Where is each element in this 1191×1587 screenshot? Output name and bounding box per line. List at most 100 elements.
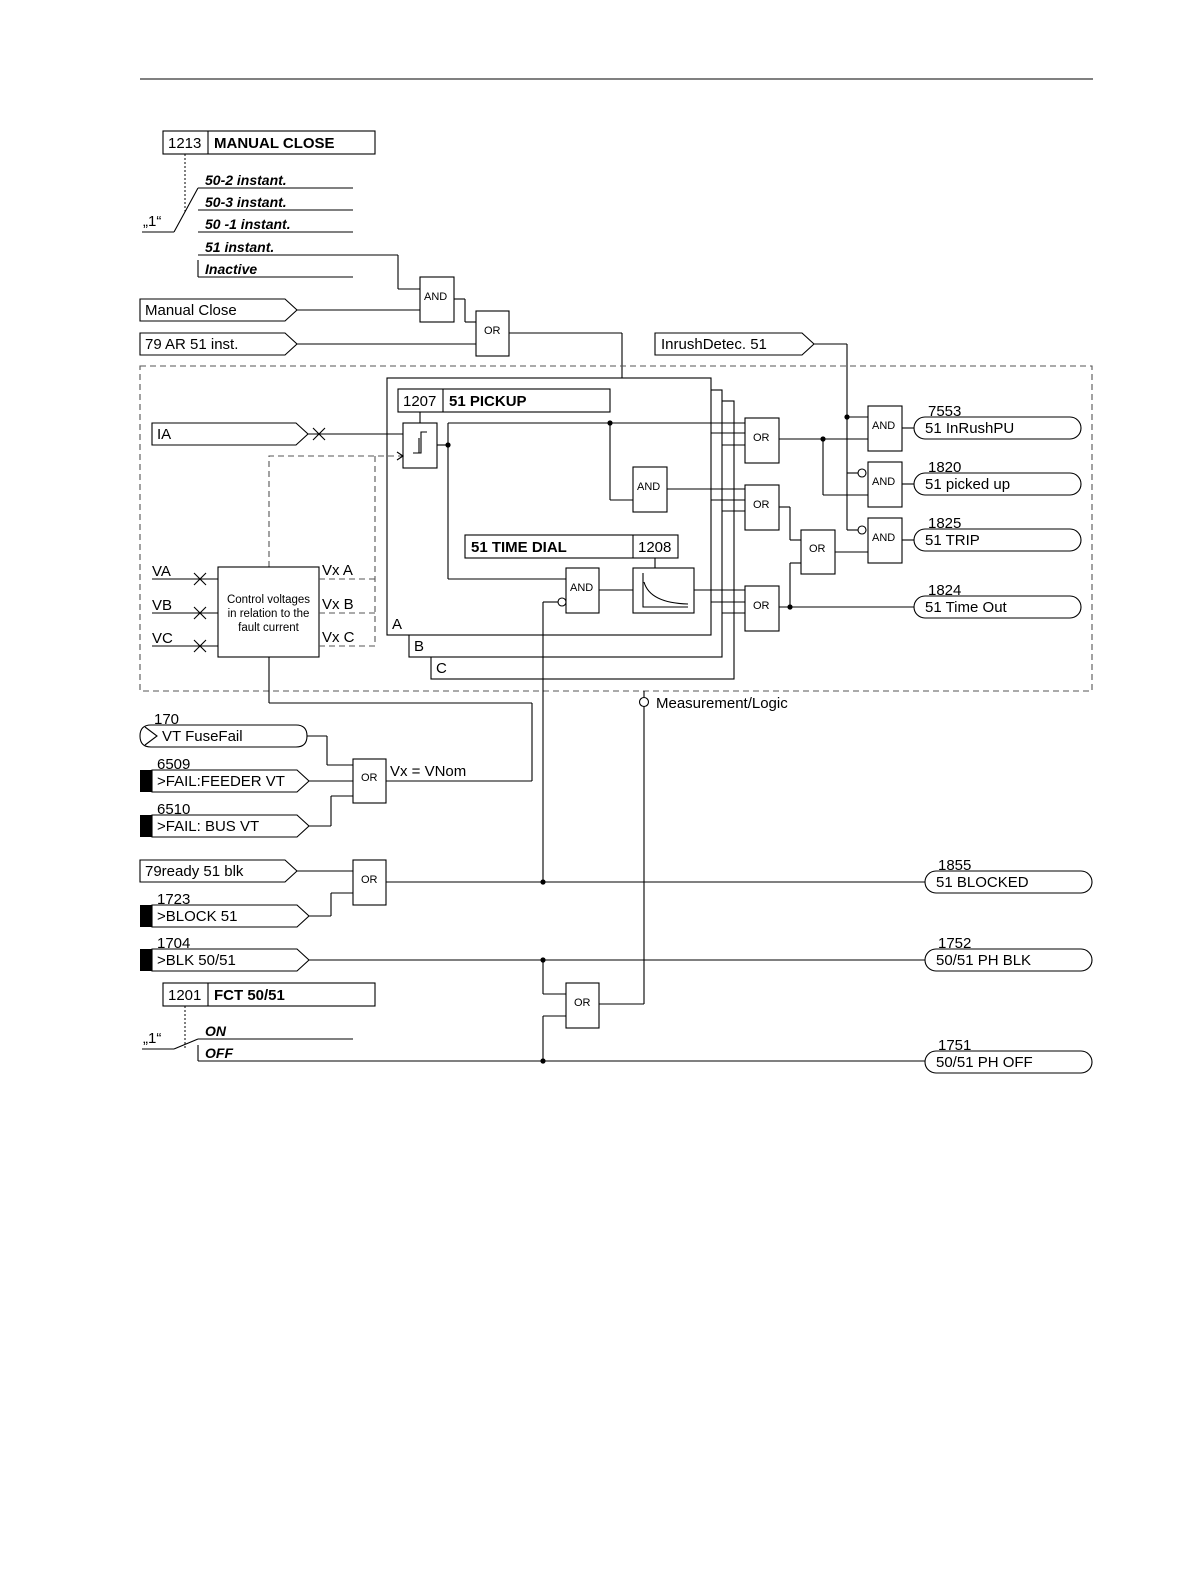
fct-param-no: 1201 bbox=[168, 987, 201, 1004]
output-inrush-pu-no: 7553 bbox=[928, 403, 961, 420]
output-5051-ph-blk-no: 1752 bbox=[938, 935, 971, 952]
manual-close-input-label: Manual Close bbox=[145, 302, 237, 319]
ia-input-label: IA bbox=[157, 426, 171, 443]
fct-param-name: FCT 50/51 bbox=[214, 987, 285, 1004]
block-or-gate: OR bbox=[352, 859, 387, 906]
block-51-label: >BLOCK 51 bbox=[157, 908, 237, 925]
va-label: VA bbox=[152, 563, 171, 580]
vt-fusefail-no: 170 bbox=[154, 711, 179, 728]
manual-close-or-gate: OR bbox=[475, 310, 510, 357]
ia-input: IA bbox=[151, 422, 309, 446]
measurement-logic-label: Measurement/Logic bbox=[656, 695, 788, 712]
pickup-parameter: 1207 51 PICKUP bbox=[397, 388, 611, 413]
trip-or-label: OR bbox=[809, 543, 826, 555]
inrush-input-label: InrushDetec. 51 bbox=[661, 336, 767, 353]
block-51-no: 1723 bbox=[157, 891, 190, 908]
manual-trip-or-gate: OR bbox=[744, 484, 780, 531]
inverse-time-curve bbox=[632, 567, 695, 614]
manual-close-option-2: 50-3 instant. bbox=[205, 194, 287, 210]
ar-51-inst-input: 79 AR 51 inst. bbox=[139, 332, 298, 356]
vx-a-label: Vx A bbox=[322, 562, 353, 579]
vt-or-label: OR bbox=[361, 772, 378, 784]
fail-feeder-vt-input: 6509 >FAIL:FEEDER VT bbox=[140, 756, 310, 793]
vx-b-label: Vx B bbox=[322, 596, 354, 613]
ready-51-blk-label: 79ready 51 blk bbox=[145, 863, 244, 880]
control-line-2: in relation to the bbox=[228, 608, 310, 620]
time-dial-parameter: 51 TIME DIAL 1208 bbox=[464, 534, 679, 559]
fail-feeder-vt-no: 6509 bbox=[157, 756, 190, 773]
output-5051-ph-off-no: 1751 bbox=[938, 1037, 971, 1054]
output-time-out: 1824 51 Time Out bbox=[913, 582, 1082, 619]
output-5051-ph-blk: 1752 50/51 PH BLK bbox=[924, 935, 1093, 972]
fail-feeder-vt-label: >FAIL:FEEDER VT bbox=[157, 773, 285, 790]
pickup-and-gate: AND bbox=[632, 466, 668, 513]
output-51-blocked-label: 51 BLOCKED bbox=[936, 874, 1029, 891]
output-5051-ph-blk-label: 50/51 PH BLK bbox=[936, 952, 1031, 969]
ready-51-blk-input: 79ready 51 blk bbox=[139, 859, 298, 883]
pickup-param-name: 51 PICKUP bbox=[449, 393, 527, 410]
vx-vnom-label: Vx = VNom bbox=[390, 763, 466, 780]
ar-51-inst-input-label: 79 AR 51 inst. bbox=[145, 336, 238, 353]
vb-label: VB bbox=[152, 597, 172, 614]
picked-up-and-gate: AND bbox=[867, 461, 903, 508]
fct-option-on: ON bbox=[205, 1023, 227, 1039]
vt-or-gate: OR bbox=[352, 758, 387, 804]
time-and-gate: AND bbox=[565, 567, 600, 614]
manual-close-param-no: 1213 bbox=[168, 135, 201, 152]
manual-close-option-5: Inactive bbox=[205, 261, 257, 277]
fct-default: „1“ bbox=[143, 1030, 161, 1047]
trip-and-gate: AND bbox=[867, 517, 903, 564]
manual-close-parameter: 1213 MANUAL CLOSE „1“ 50-2 instant. 50-3… bbox=[142, 130, 398, 278]
manual-close-option-3: 50 -1 instant. bbox=[205, 216, 291, 232]
block-51-input: 1723 >BLOCK 51 bbox=[140, 891, 310, 928]
output-picked-up: 1820 51 picked up bbox=[913, 459, 1082, 496]
vc-label: VC bbox=[152, 630, 173, 647]
pickup-or-gate: OR bbox=[744, 417, 780, 464]
manual-close-input: Manual Close bbox=[139, 298, 298, 322]
time-dial-param-no: 1208 bbox=[638, 539, 671, 556]
fct-parameter: 1201 FCT 50/51 „1“ ON OFF bbox=[142, 982, 925, 1062]
fct-option-off: OFF bbox=[205, 1045, 233, 1061]
inrush-and-gate: AND bbox=[867, 405, 903, 452]
phase-a-label: A bbox=[392, 616, 402, 633]
output-trip-label: 51 TRIP bbox=[925, 532, 980, 549]
measurement-area bbox=[139, 365, 1093, 692]
timeout-or-label: OR bbox=[753, 600, 770, 612]
measurement-or-gate: OR bbox=[565, 982, 600, 1029]
manual-close-default: „1“ bbox=[143, 213, 161, 230]
timeout-or-gate: OR bbox=[744, 585, 780, 632]
output-picked-up-label: 51 picked up bbox=[925, 476, 1010, 493]
trip-and-label: AND bbox=[872, 532, 895, 544]
blk-5051-no: 1704 bbox=[157, 935, 190, 952]
manual-close-or-label: OR bbox=[484, 325, 501, 337]
inrush-input: InrushDetec. 51 bbox=[654, 332, 815, 356]
threshold-element bbox=[402, 422, 438, 469]
output-5051-ph-off-label: 50/51 PH OFF bbox=[936, 1054, 1033, 1071]
phase-c-label: C bbox=[436, 660, 447, 677]
vt-fusefail-input: 170 VT FuseFail bbox=[139, 711, 308, 748]
output-time-out-label: 51 Time Out bbox=[925, 599, 1008, 616]
output-inrush-pu: 7553 51 InRushPU bbox=[913, 403, 1082, 440]
trip-or-gate: OR bbox=[800, 529, 836, 575]
pickup-param-no: 1207 bbox=[403, 393, 436, 410]
measurement-or-label: OR bbox=[574, 997, 591, 1009]
time-dial-param-name: 51 TIME DIAL bbox=[471, 539, 567, 556]
output-trip-no: 1825 bbox=[928, 515, 961, 532]
manual-close-option-4: 51 instant. bbox=[205, 239, 274, 255]
blk-5051-input: 1704 >BLK 50/51 bbox=[140, 935, 310, 972]
inrush-and-label: AND bbox=[872, 420, 895, 432]
fail-bus-vt-no: 6510 bbox=[157, 801, 190, 818]
blk-5051-label: >BLK 50/51 bbox=[157, 952, 236, 969]
output-5051-ph-off: 1751 50/51 PH OFF bbox=[924, 1037, 1093, 1074]
output-picked-up-no: 1820 bbox=[928, 459, 961, 476]
control-line-1: Control voltages bbox=[227, 594, 310, 606]
output-inrush-pu-label: 51 InRushPU bbox=[925, 420, 1014, 437]
pickup-or-label: OR bbox=[753, 432, 770, 444]
output-51-blocked: 1855 51 BLOCKED bbox=[924, 857, 1093, 894]
picked-up-and-label: AND bbox=[872, 476, 895, 488]
vx-c-label: Vx C bbox=[322, 629, 355, 646]
phase-b-label: B bbox=[414, 638, 424, 655]
output-trip: 1825 51 TRIP bbox=[913, 515, 1082, 552]
manual-close-and-gate: AND bbox=[419, 276, 455, 323]
